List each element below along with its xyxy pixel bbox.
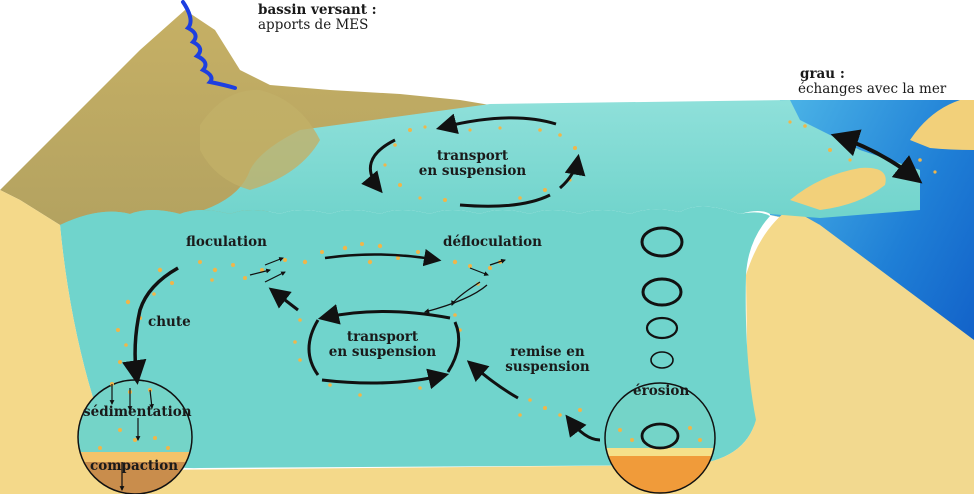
chute-label: chute xyxy=(148,314,191,330)
bassin-title: bassin versant : xyxy=(258,2,377,18)
transport-top-line1: transport xyxy=(436,148,509,164)
top-loop-arrow-lower xyxy=(459,193,551,208)
mid-loop-lower xyxy=(321,368,450,390)
floc-arrow xyxy=(324,249,442,267)
top-loop-arrow-right xyxy=(559,153,586,190)
mid-loop-upper xyxy=(317,304,451,325)
transport-mid-line2: en suspension xyxy=(328,344,437,360)
grau-subtitle: échanges avec la mer xyxy=(798,81,947,97)
right-shore-side xyxy=(746,208,820,494)
right-shore-front xyxy=(770,215,974,494)
chute-arrow xyxy=(122,266,179,385)
left-shore xyxy=(0,190,150,494)
to-middle-arrow xyxy=(268,287,299,312)
top-loop-arrow-upper xyxy=(435,113,557,134)
floculation-label: floculation xyxy=(186,234,267,250)
grau-double-arrow xyxy=(830,129,923,184)
defloculation-label: défloculation xyxy=(443,234,542,250)
eddy-column xyxy=(640,226,684,450)
lagoon-surface xyxy=(60,100,920,226)
transport-top-line2: en suspension xyxy=(418,163,527,179)
bassin-subtitle: apports de MES xyxy=(258,17,369,33)
grau-spit-upper xyxy=(910,100,974,150)
transport-mid-line1: transport xyxy=(346,329,419,345)
mid-loop-left xyxy=(307,319,320,376)
erosion-circle xyxy=(604,382,716,494)
remise-line2: suspension xyxy=(505,359,590,375)
erosion-to-remise-arrow xyxy=(565,414,601,442)
compaction-label: compaction xyxy=(90,458,179,474)
sedimentation-label: sédimentation xyxy=(83,404,192,420)
erosion-label: érosion xyxy=(633,383,690,399)
river xyxy=(181,0,237,90)
grau-title: grau : xyxy=(800,66,845,82)
mid-loop-right xyxy=(446,321,461,373)
top-loop-arrow-left xyxy=(361,138,396,194)
return-arrow-b xyxy=(451,281,481,306)
remise-line1: remise en xyxy=(510,344,585,360)
remise-arrow xyxy=(466,360,519,400)
water-body xyxy=(60,206,770,469)
hill-slope xyxy=(200,89,320,190)
return-arrow-a xyxy=(423,284,488,314)
sedimentation-zoom xyxy=(78,380,192,494)
